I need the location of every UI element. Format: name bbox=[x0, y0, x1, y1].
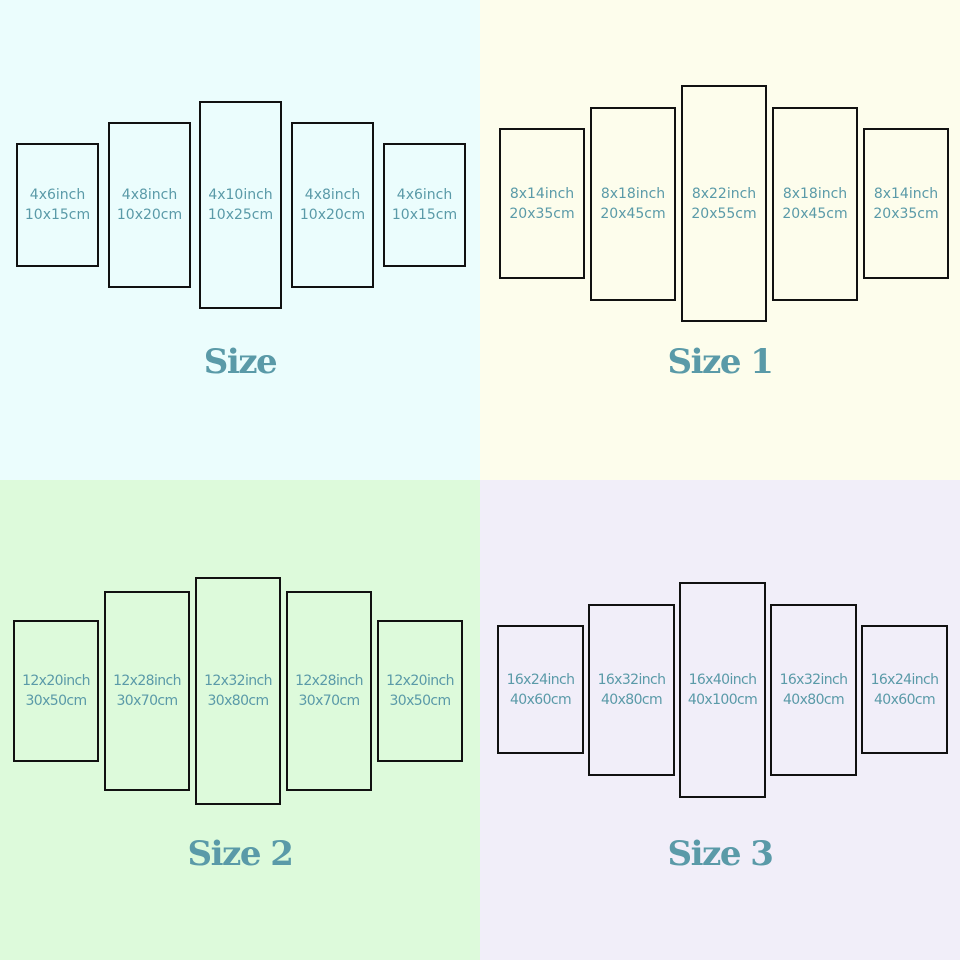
canvas-panel-outer-left: 16x24inch 40x60cm bbox=[497, 625, 584, 754]
panel-inch-label: 16x24inch bbox=[870, 671, 939, 688]
panel-cm-label: 10x15cm bbox=[391, 207, 458, 223]
panel-inch-label: 8x18inch bbox=[600, 186, 666, 202]
panel-cm-label: 30x80cm bbox=[207, 693, 269, 709]
panel-inch-label: 8x14inch bbox=[509, 185, 575, 202]
canvas-panel-inner-right: 8x18inch 20x45cm bbox=[772, 107, 858, 301]
canvas-panel-inner-left: 16x32inch 40x80cm bbox=[588, 604, 675, 776]
panel-cm-label: 40x100cm bbox=[687, 692, 758, 708]
canvas-panel-center: 16x40inch 40x100cm bbox=[679, 582, 766, 798]
panel-inch-label: 8x14inch bbox=[873, 185, 939, 202]
size-3-title: Size 3 bbox=[667, 834, 774, 874]
canvas-panel-center: 4x10inch 10x25cm bbox=[199, 101, 282, 309]
panel-cm-label: 20x45cm bbox=[782, 206, 848, 222]
panel-cm-label: 30x50cm bbox=[389, 693, 451, 709]
panel-cm-label: 30x70cm bbox=[298, 693, 360, 709]
size-1-section: 8x14inch 20x35cm 8x18inch 20x45cm 8x22in… bbox=[480, 0, 960, 480]
size-2-title: Size 2 bbox=[187, 834, 294, 874]
canvas-panel-inner-right: 4x8inch 10x20cm bbox=[291, 122, 374, 288]
panel-inch-label: 16x40inch bbox=[688, 672, 757, 688]
canvas-panel-inner-left: 4x8inch 10x20cm bbox=[108, 122, 191, 288]
size-2-section: 12x20inch 30x50cm 12x28inch 30x70cm 12x3… bbox=[0, 480, 480, 960]
canvas-panel-inner-left: 8x18inch 20x45cm bbox=[590, 107, 676, 301]
panel-cm-label: 30x70cm bbox=[116, 693, 178, 709]
canvas-panel-inner-right: 12x28inch 30x70cm bbox=[286, 591, 372, 791]
panel-inch-label: 16x32inch bbox=[779, 672, 848, 688]
panel-inch-label: 8x18inch bbox=[782, 186, 848, 202]
panel-cm-label: 40x80cm bbox=[600, 692, 663, 708]
panel-cm-label: 20x35cm bbox=[873, 205, 939, 222]
panel-inch-label: 8x22inch bbox=[691, 185, 757, 202]
size-title: Size bbox=[203, 342, 278, 382]
panel-inch-label: 16x32inch bbox=[597, 672, 666, 688]
panel-cm-label: 10x20cm bbox=[116, 207, 183, 223]
size-3-section: 16x24inch 40x60cm 16x32inch 40x80cm 16x4… bbox=[480, 480, 960, 960]
panel-cm-label: 40x60cm bbox=[509, 691, 572, 708]
panel-inch-label: 4x8inch bbox=[304, 187, 361, 203]
canvas-panel-outer-left: 8x14inch 20x35cm bbox=[499, 128, 585, 279]
panel-inch-label: 12x28inch bbox=[295, 673, 363, 689]
canvas-panel-center: 12x32inch 30x80cm bbox=[195, 577, 281, 805]
panel-inch-label: 12x20inch bbox=[386, 673, 454, 689]
canvas-panel-outer-right: 16x24inch 40x60cm bbox=[861, 625, 948, 754]
panel-cm-label: 40x80cm bbox=[782, 692, 845, 708]
canvas-panel-outer-left: 4x6inch 10x15cm bbox=[16, 143, 99, 267]
panel-cm-label: 10x25cm bbox=[207, 207, 274, 223]
panel-inch-label: 12x32inch bbox=[204, 673, 272, 689]
panel-inch-label: 12x20inch bbox=[22, 673, 90, 689]
canvas-panel-center: 8x22inch 20x55cm bbox=[681, 85, 767, 322]
panel-cm-label: 20x45cm bbox=[600, 206, 666, 222]
canvas-panel-outer-right: 12x20inch 30x50cm bbox=[377, 620, 463, 762]
panel-cm-label: 40x60cm bbox=[873, 691, 936, 708]
size-section: 4x6inch 10x15cm 4x8inch 10x20cm 4x10inch… bbox=[0, 0, 480, 480]
canvas-panel-outer-left: 12x20inch 30x50cm bbox=[13, 620, 99, 762]
panel-inch-label: 16x24inch bbox=[506, 671, 575, 688]
canvas-panel-outer-right: 4x6inch 10x15cm bbox=[383, 143, 466, 267]
panel-cm-label: 20x55cm bbox=[691, 205, 757, 222]
panel-cm-label: 30x50cm bbox=[25, 693, 87, 709]
canvas-panel-outer-right: 8x14inch 20x35cm bbox=[863, 128, 949, 279]
panel-inch-label: 4x10inch bbox=[208, 187, 273, 203]
canvas-panel-inner-left: 12x28inch 30x70cm bbox=[104, 591, 190, 791]
size-1-title: Size 1 bbox=[667, 342, 774, 382]
panel-inch-label: 12x28inch bbox=[113, 673, 181, 689]
canvas-panel-inner-right: 16x32inch 40x80cm bbox=[770, 604, 857, 776]
panel-cm-label: 10x15cm bbox=[24, 207, 91, 223]
panel-inch-label: 4x8inch bbox=[121, 187, 178, 203]
panel-cm-label: 10x20cm bbox=[299, 207, 366, 223]
panel-inch-label: 4x6inch bbox=[396, 187, 453, 203]
panel-inch-label: 4x6inch bbox=[29, 187, 86, 203]
panel-cm-label: 20x35cm bbox=[509, 205, 575, 222]
